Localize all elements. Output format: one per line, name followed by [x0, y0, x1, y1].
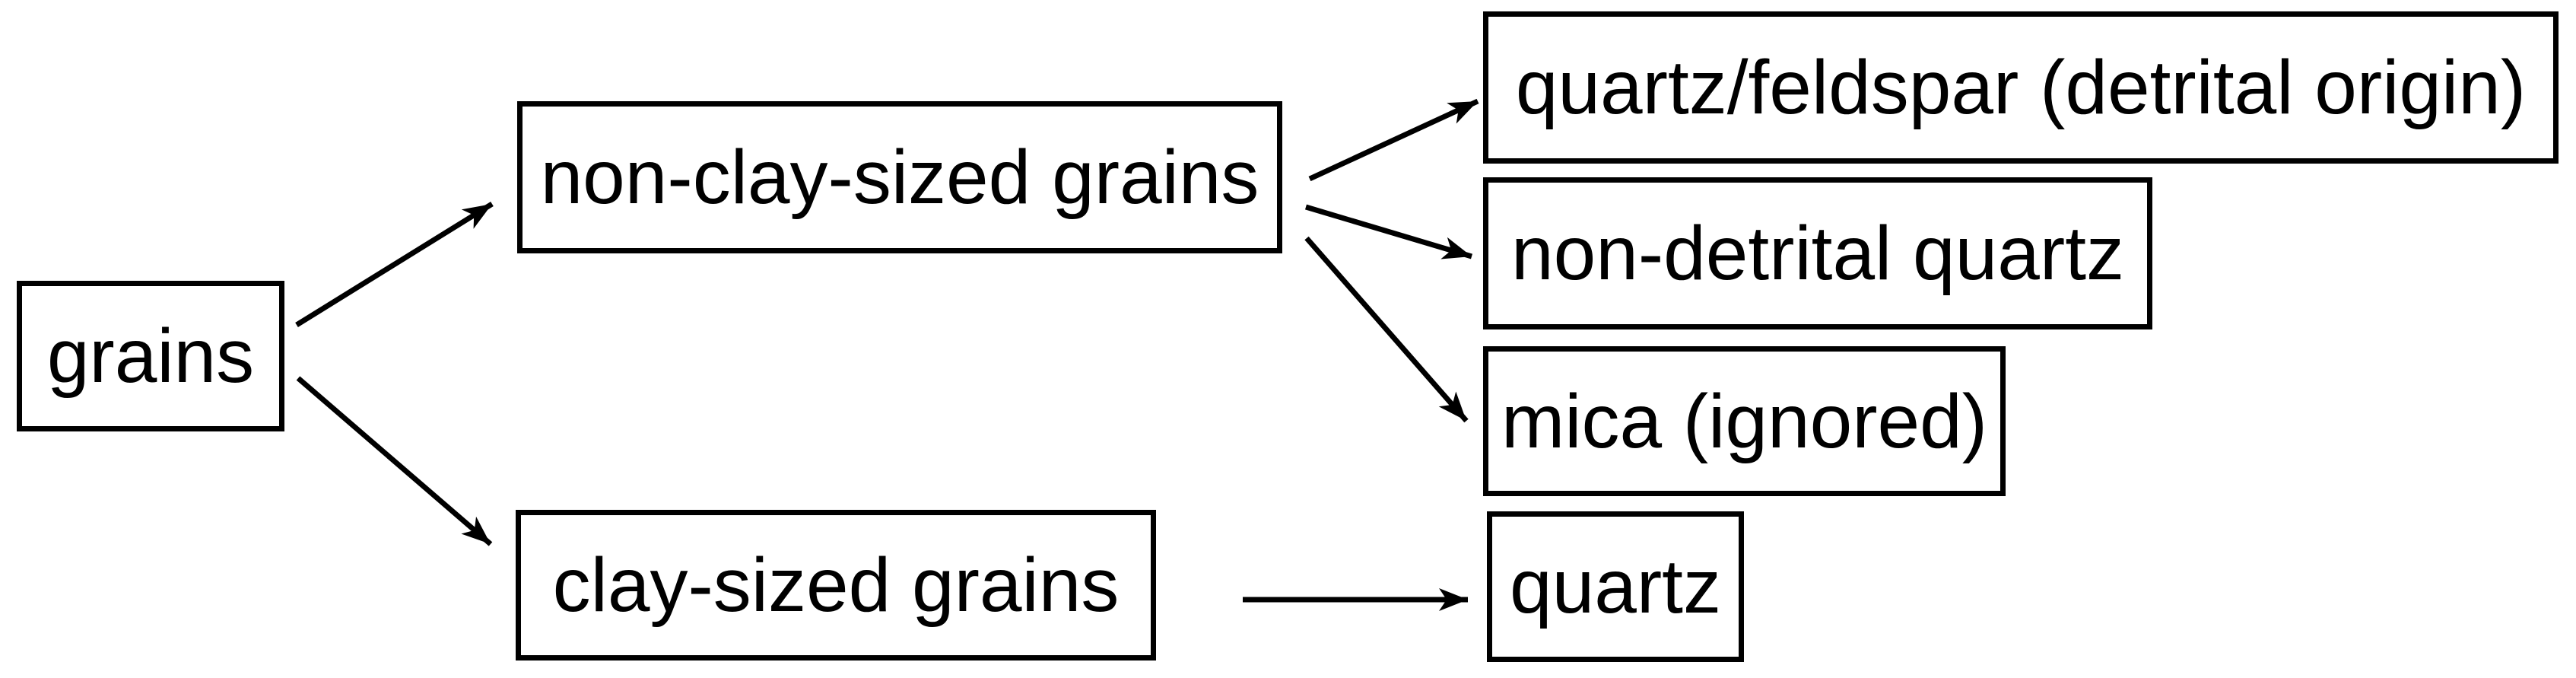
node-clay-sized-grains-label: clay-sized grains [552, 543, 1120, 628]
node-quartz-label: quartz [1510, 544, 1721, 629]
node-non-clay-sized-grains-label: non-clay-sized grains [540, 135, 1259, 220]
node-mica-ignored-label: mica (ignored) [1501, 378, 1988, 464]
arrow-grains-to-clay-sized-grains [296, 376, 493, 546]
node-quartz-feldspar-label: quartz/feldspar (detrital origin) [1515, 45, 2527, 130]
node-quartz: quartz [1487, 511, 1744, 662]
arrow-non-clay-to-non-detrital-quartz [1304, 204, 1473, 259]
arrow-non-clay-to-quartz-feldspar [1308, 98, 1479, 182]
node-grains: grains [17, 281, 284, 431]
node-quartz-feldspar-detrital-origin: quartz/feldspar (detrital origin) [1483, 11, 2559, 164]
arrow-non-clay-to-mica [1304, 236, 1469, 423]
node-non-detrital-quartz-label: non-detrital quartz [1510, 211, 2124, 296]
node-non-clay-sized-grains: non-clay-sized grains [517, 101, 1282, 253]
node-non-detrital-quartz: non-detrital quartz [1483, 177, 2152, 329]
node-mica-ignored: mica (ignored) [1483, 346, 2006, 496]
node-grains-label: grains [46, 314, 255, 399]
node-clay-sized-grains: clay-sized grains [516, 510, 1156, 660]
arrow-grains-to-non-clay-sized-grains [295, 202, 494, 327]
